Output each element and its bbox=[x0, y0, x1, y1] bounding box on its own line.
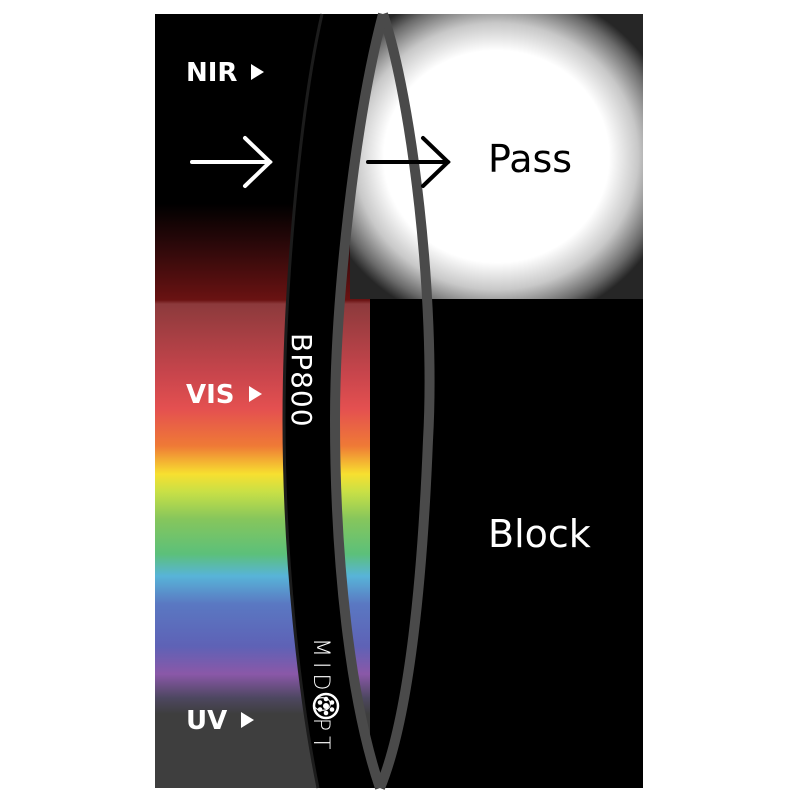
band-label-nir: NIR bbox=[186, 58, 265, 88]
band-label-uv: UV bbox=[186, 706, 255, 736]
brand-logo-icon bbox=[312, 692, 340, 720]
band-label-uv-text: UV bbox=[186, 706, 228, 736]
filter-ring-edge bbox=[282, 13, 324, 789]
band-pointer-icon bbox=[241, 712, 255, 728]
band-pointer-icon bbox=[248, 386, 262, 402]
pass-label: Pass bbox=[488, 137, 573, 181]
filter-ring-back bbox=[375, 12, 435, 790]
filter-ring-front bbox=[329, 12, 388, 790]
passing-arrow-icon bbox=[366, 136, 451, 188]
incoming-arrow-icon bbox=[190, 136, 273, 188]
band-label-vis: VIS bbox=[186, 380, 262, 410]
filter-model-label: BP800 bbox=[285, 333, 318, 428]
band-label-vis-text: VIS bbox=[186, 380, 235, 410]
block-label: Block bbox=[488, 512, 591, 556]
band-pointer-icon bbox=[251, 64, 265, 80]
band-label-nir-text: NIR bbox=[186, 58, 238, 88]
filter-brand-label: MIDOPT bbox=[308, 638, 333, 755]
